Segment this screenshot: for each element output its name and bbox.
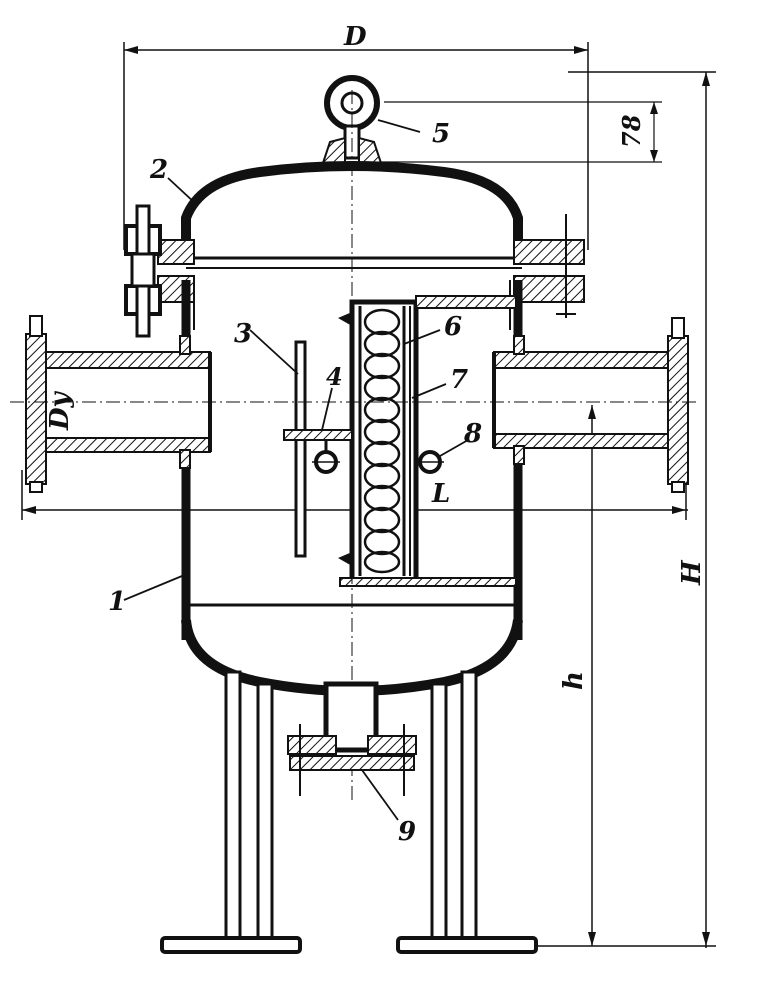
support-bracket: [283, 429, 353, 452]
label-h: h: [559, 671, 589, 690]
label-part-9: 9: [398, 817, 416, 847]
inlet-nozzle: [25, 315, 212, 493]
label-L: L: [431, 479, 450, 509]
label-part-5: 5: [432, 119, 450, 149]
outlet-nozzle: [492, 317, 689, 493]
support-legs: [160, 670, 538, 954]
mesh-coils: [363, 308, 401, 574]
mesh-pad: [338, 295, 517, 587]
label-D: D: [343, 22, 367, 52]
label-part-2: 2: [149, 155, 168, 185]
label-part-3: 3: [234, 319, 252, 349]
leader-lines: [123, 119, 469, 821]
dimension-h: [588, 405, 596, 946]
dimension-78: [360, 101, 662, 163]
label-part-6: 6: [444, 312, 462, 342]
drain-nozzle: [287, 681, 417, 796]
label-Dy: Dy: [45, 390, 75, 431]
dimension-D: [123, 42, 589, 250]
drain-holes: [312, 450, 444, 474]
top-head: [181, 161, 523, 269]
label-part-1: 1: [108, 587, 126, 617]
label-part-7: 7: [450, 365, 468, 395]
label-H: H: [677, 559, 707, 586]
label-part-4: 4: [326, 362, 343, 391]
label-78: 78: [617, 114, 646, 148]
label-part-8: 8: [463, 419, 482, 449]
baffle-plate: [294, 340, 307, 558]
